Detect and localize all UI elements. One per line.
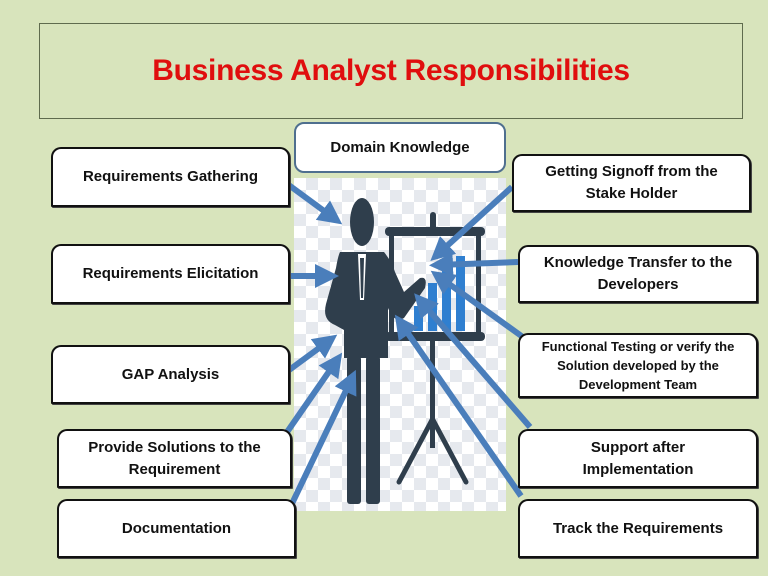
item-label: Provide Solutions to the Requirement <box>88 438 261 478</box>
item-label: Knowledge Transfer to the Developers <box>543 254 733 293</box>
documentation-box: Documentation <box>57 499 296 558</box>
item-label: Track the Requirements <box>552 519 724 537</box>
requirements-gathering-box: Requirements Gathering <box>51 147 290 207</box>
provide-solutions-box: Provide Solutions to the Requirement <box>57 429 292 488</box>
gap-analysis-box: GAP Analysis <box>51 345 290 404</box>
page-title: Business Analyst Responsibilities <box>152 54 630 87</box>
getting-signoff-box: Getting Signoff from the Stake Holder <box>512 154 751 212</box>
item-label: Requirements Gathering <box>82 168 259 185</box>
arrows <box>279 180 533 514</box>
item-label: Support after Implementation <box>582 438 694 478</box>
functional-testing-box: Functional Testing or verify the Solutio… <box>518 333 758 398</box>
support-after-implementation-box: Support after Implementation <box>518 429 758 488</box>
track-requirements-box: Track the Requirements <box>518 499 758 558</box>
knowledge-transfer-box: Knowledge Transfer to the Developers <box>518 245 758 303</box>
item-label: Requirements Elicitation <box>82 265 259 282</box>
title-box: Business Analyst Responsibilities <box>39 23 743 119</box>
item-label: Documentation <box>121 519 232 537</box>
item-label: GAP Analysis <box>121 365 220 383</box>
item-label: Functional Testing or verify the Solutio… <box>541 339 735 392</box>
item-label: Getting Signoff from the Stake Holder <box>545 163 718 202</box>
requirements-elicitation-box: Requirements Elicitation <box>51 244 290 304</box>
domain-knowledge-label: Domain Knowledge <box>330 139 470 156</box>
domain-knowledge-box: Domain Knowledge <box>294 122 506 173</box>
